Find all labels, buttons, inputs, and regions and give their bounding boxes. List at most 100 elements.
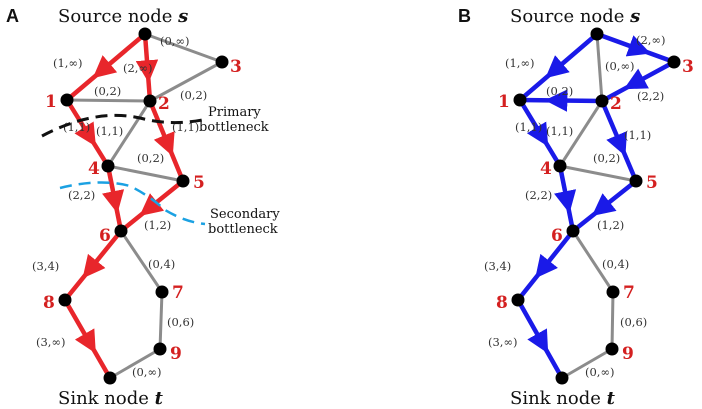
node-8 — [58, 293, 72, 307]
edge-label-6-8: (3,4) — [32, 259, 59, 273]
node-label-5: 5 — [193, 173, 205, 193]
edge-label-s-2b: (0,∞) — [605, 59, 635, 73]
edge-7-9 — [610, 290, 615, 351]
source-title-a: Source node s — [58, 6, 188, 27]
sink-title-b: Sink node t — [510, 388, 616, 409]
edge-label-s-3: (0,∞) — [160, 34, 190, 48]
node-7 — [155, 285, 169, 299]
node-5 — [629, 174, 643, 188]
node-label-1: 1 — [45, 92, 57, 112]
edge-3-2 — [148, 60, 224, 103]
edge-label-2-5: (1,1) — [624, 128, 651, 142]
flow-arrow-2-5 — [606, 131, 627, 157]
node-label-2: 2 — [158, 94, 170, 114]
flow-edge-8-t — [515, 297, 565, 381]
flow-edge-6-8 — [515, 228, 576, 303]
flow-edge-4-6 — [557, 163, 576, 234]
edge-6-7 — [119, 229, 164, 294]
edge-label-7-9: (0,6) — [620, 315, 647, 329]
secondary-bottleneck-label-1: Secondary — [210, 207, 280, 222]
node-label-3: 3 — [230, 57, 242, 77]
edge-label-s-1: (1,∞) — [505, 56, 535, 70]
secondary-bottleneck-label-2: bottleneck — [208, 222, 278, 237]
edge-label-2-4: (1,1) — [96, 124, 123, 138]
edge-label-4-5: (0,2) — [593, 151, 620, 165]
node-t — [555, 371, 569, 385]
flow-arrow-5-6 — [591, 193, 617, 216]
node-label-2: 2 — [610, 94, 622, 114]
node-label-5: 5 — [646, 173, 658, 193]
edge-label-s-2: (2,∞) — [123, 61, 153, 75]
flow-arrow-8-t — [74, 328, 96, 354]
edge-label-1-2: (0,2) — [94, 84, 121, 98]
node-label-6: 6 — [99, 226, 111, 246]
secondary-bottleneck-line — [59, 181, 206, 226]
edge-label-8-t: (3,∞) — [36, 335, 66, 349]
primary-bottleneck-label-1: Primary — [208, 105, 261, 120]
node-label-8: 8 — [43, 293, 55, 313]
edge-label-2-4: (1,1) — [546, 124, 573, 138]
flow-arrow-s-3 — [625, 35, 651, 57]
node-7 — [606, 285, 620, 299]
node-t — [103, 371, 117, 385]
node-6 — [114, 224, 128, 238]
panel-label-b: B — [458, 6, 471, 26]
node-label-8: 8 — [496, 293, 508, 313]
edge-label-6-7: (0,4) — [602, 257, 629, 271]
edge-9-t — [560, 347, 614, 380]
node-label-3: 3 — [682, 57, 694, 77]
node-1 — [60, 93, 74, 107]
node-9 — [605, 342, 619, 356]
edge-labels-b: (1,∞)(2,∞)(2,2)(0,2)(0,∞)(1,1)(1,1)(1,1)… — [484, 33, 666, 379]
edge-label-s-3: (2,∞) — [636, 33, 666, 47]
flow-arrow-2-5 — [153, 131, 175, 157]
sink-title-a: Sink node t — [58, 388, 164, 409]
edge-label-9-t: (0,∞) — [585, 365, 615, 379]
edge-label-5-6: (1,2) — [597, 218, 624, 232]
node-1 — [513, 93, 527, 107]
node-s — [590, 27, 604, 41]
node-9 — [153, 342, 167, 356]
edge-2-4 — [106, 99, 152, 168]
node-2 — [595, 94, 609, 108]
flow-arrow-3-2 — [623, 68, 649, 90]
source-title-b: Source node s — [510, 6, 640, 27]
edge-label-6-8: (3,4) — [484, 259, 511, 273]
node-label-9: 9 — [622, 344, 634, 364]
edge-6-7 — [571, 229, 615, 294]
edge-label-4-6: (2,2) — [525, 188, 552, 202]
node-2 — [143, 94, 157, 108]
node-8 — [511, 293, 525, 307]
edge-s-3 — [143, 32, 224, 64]
node-label-6: 6 — [551, 226, 563, 246]
node-6 — [566, 224, 580, 238]
node-4 — [553, 159, 567, 173]
primary-bottleneck-label-2: bottleneck — [199, 120, 269, 135]
edge-label-1-4: (1,1) — [63, 120, 90, 134]
flow-arrow-6-8 — [82, 253, 106, 279]
flow-edge-6-8 — [62, 228, 124, 303]
flow-arrow-5-6 — [139, 193, 165, 217]
flow-arrow-1-4 — [526, 121, 549, 147]
node-s — [138, 27, 152, 41]
panel-label-a: A — [6, 6, 19, 26]
edges-b — [515, 31, 677, 381]
flow-edge-4-6 — [105, 163, 124, 234]
node-label-4: 4 — [88, 159, 100, 179]
edge-label-6-7: (0,4) — [148, 257, 175, 271]
node-label-7: 7 — [623, 283, 635, 303]
edge-label-5-6: (1,2) — [144, 218, 171, 232]
edge-s-2 — [595, 32, 604, 103]
edge-label-8-t: (3,∞) — [488, 335, 518, 349]
edge-1-2 — [65, 98, 152, 103]
edge-label-4-5: (0,2) — [137, 151, 164, 165]
flow-arrow-s-1 — [92, 55, 118, 79]
node-3 — [215, 55, 229, 69]
edge-4-5 — [106, 164, 185, 183]
